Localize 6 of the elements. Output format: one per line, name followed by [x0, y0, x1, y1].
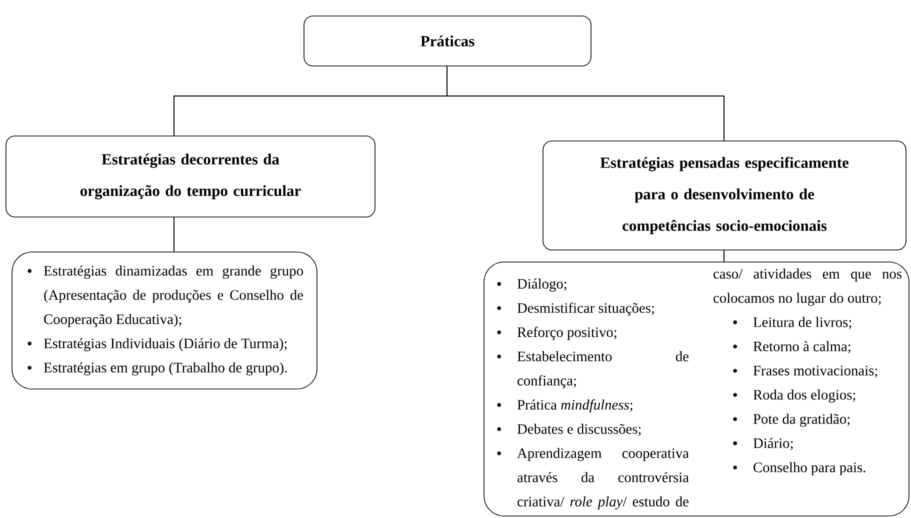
heading-box: Estratégias pensadas especificamente para o desenvolvimento de competências socio-emocionais	[542, 140, 906, 250]
heading-box: Estratégias decorrentes da organização do tempo curricular	[6, 136, 376, 218]
connector-line	[446, 66, 724, 142]
list-box: Diálogo; Desmistificar situações; Reforço positivo; Estabelecimento de confiança; Prática mindfulness; Debates e discussões; Aprendizagem cooperativa através da controvérsia criativa/ role play/ estudo de caso/ atividades em que nos colocamos no lugar do outro; Leitura de livros; Retorno à calma; Frases motivacionais; Roda dos elogios; Pote da gratidão; Diário; Conselho para pais.	[484, 262, 910, 516]
list-box: Estratégias dinamizadas em grande grupo (Apresentação de produções e Conselho de Cooperação Educativa); Estratégias Individuais (Diário de Turma); Estratégias em grupo (Trabalho de grupo).	[12, 252, 318, 390]
heading-box: Práticas	[304, 16, 592, 66]
